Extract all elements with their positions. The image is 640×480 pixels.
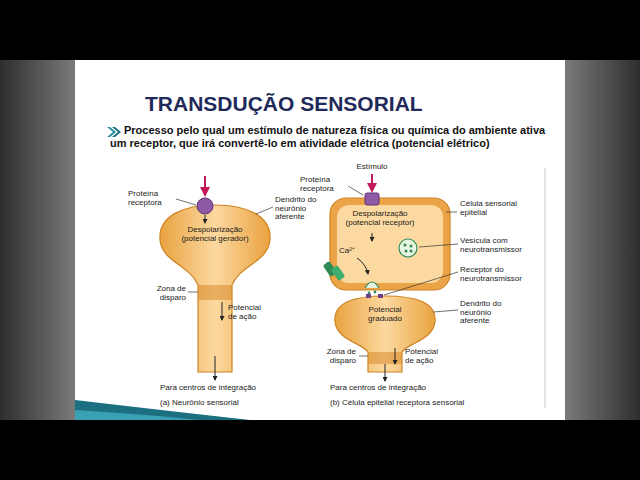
leader-line bbox=[433, 310, 458, 312]
part-label: Proteína receptora bbox=[128, 190, 174, 207]
receptor-protein bbox=[197, 198, 213, 214]
frame-band bbox=[0, 60, 75, 420]
stimulus-label: Estímulo bbox=[347, 163, 397, 172]
leader-line bbox=[384, 272, 458, 295]
leader-line bbox=[348, 186, 363, 195]
part-label: Célula sensorial epitelial bbox=[460, 200, 520, 217]
part-label: Dendrito do neurônio aferente bbox=[460, 300, 516, 326]
flow-arrow bbox=[385, 364, 386, 381]
flow-label: Para centros de integração bbox=[330, 384, 480, 393]
node-text: Despolarização (potencial gerador) bbox=[172, 226, 258, 244]
divider-line bbox=[545, 168, 546, 408]
neuron-dendrite: Despolarização (potencial gerador) bbox=[170, 226, 260, 254]
vesicle bbox=[399, 239, 417, 257]
flow-arrow bbox=[222, 302, 223, 320]
leader-line bbox=[446, 212, 457, 213]
node-text: Potencial graduado bbox=[355, 306, 415, 324]
stimulus-arrow bbox=[204, 176, 206, 195]
slide bbox=[75, 60, 565, 420]
figure-caption: (a) Neurônio sensorial bbox=[160, 399, 310, 408]
stimulus-arrow bbox=[371, 174, 373, 191]
epithelial-cell bbox=[330, 198, 450, 290]
part-label: Potencial de ação bbox=[405, 348, 449, 365]
part-label: Zona de disparo bbox=[140, 285, 186, 302]
epithelial-cell: Despolarização (potencial receptor) bbox=[330, 198, 450, 290]
intro-text: Processo pelo qual um estímulo de nature… bbox=[110, 124, 562, 151]
figure-caption: (b) Célula epitelial receptora sensorial bbox=[330, 399, 530, 408]
neurotransmitter-receptor bbox=[366, 294, 371, 298]
exocytosis-vesicle bbox=[365, 282, 379, 288]
neurotransmitter bbox=[374, 291, 377, 294]
ion-label: Ca²⁺ bbox=[339, 247, 363, 256]
flow-arrow bbox=[205, 215, 206, 223]
flow-arrow bbox=[395, 348, 396, 364]
part-label: Dendrito do neurônio aferente bbox=[275, 196, 327, 222]
cell-cytoplasm bbox=[337, 205, 443, 283]
afferent-dendrite: Potencial graduado bbox=[355, 306, 415, 332]
neurotransmitter bbox=[368, 292, 371, 295]
leader-line bbox=[359, 356, 368, 357]
calcium-arrow bbox=[357, 258, 368, 274]
trigger-zone bbox=[368, 352, 402, 364]
flow-label: Para centros de integração bbox=[160, 384, 310, 393]
part-label: Proteína receptora bbox=[300, 176, 346, 193]
leader-line bbox=[256, 207, 273, 214]
flow-arrow bbox=[372, 233, 373, 241]
leader-line bbox=[419, 244, 458, 247]
leader-line bbox=[176, 199, 196, 205]
node-text: Despolarização (potencial receptor) bbox=[338, 210, 422, 228]
calcium-channel bbox=[323, 261, 346, 281]
neurotransmitter-receptor bbox=[378, 294, 383, 298]
part-label: Receptor do neurotransmissor bbox=[460, 266, 538, 283]
trigger-zone bbox=[198, 285, 232, 300]
part-label: Vesícula com neurotransmissor bbox=[460, 237, 538, 254]
slide-swoosh bbox=[75, 410, 200, 420]
frame-band bbox=[565, 60, 640, 420]
slide-title: TRANSDUÇÃO SENSORIAL bbox=[145, 92, 423, 116]
leader-line bbox=[188, 292, 198, 293]
part-label: Zona de disparo bbox=[312, 348, 356, 365]
part-label: Potencial de ação bbox=[228, 304, 272, 321]
bullet-arrow bbox=[112, 127, 121, 137]
receptor-protein bbox=[365, 193, 379, 205]
flow-arrow bbox=[215, 356, 216, 380]
